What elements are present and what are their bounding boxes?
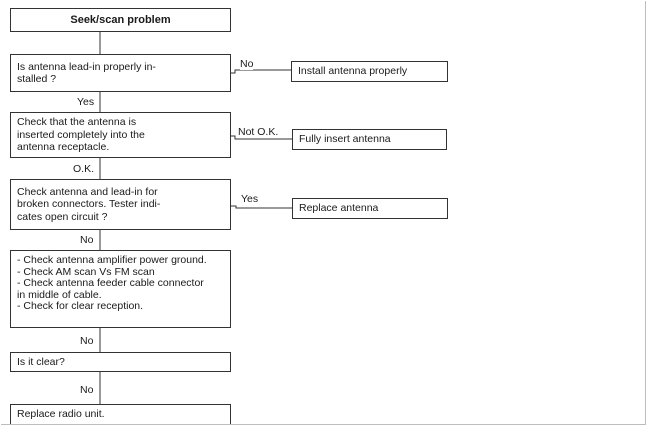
action-box-replace-radio: Replace radio unit.: [10, 404, 231, 425]
start-box-title: Seek/scan problem: [10, 8, 231, 32]
edge-label-installed-yes: Yes: [77, 96, 95, 108]
start-title-text: Seek/scan problem: [70, 14, 171, 26]
edge-label-inserted-not-ok: Not O.K.: [238, 126, 279, 138]
decision-box-broken-connectors: Check antenna and lead-in for broken con…: [10, 179, 231, 230]
action-box-fully-insert: Fully insert antenna: [292, 129, 447, 150]
decision-text-antenna-installed: Is antenna lead-in properly in- stalled …: [17, 60, 156, 86]
edge-label-clear-no: No: [80, 384, 94, 396]
checks-box: - Check antenna amplifier power ground. …: [10, 250, 231, 328]
decision-box-antenna-installed: Is antenna lead-in properly in- stalled …: [10, 54, 231, 92]
action-text-install-antenna: Install antenna properly: [298, 65, 408, 78]
decision-text-is-clear: Is it clear?: [17, 355, 65, 368]
decision-text-antenna-inserted: Check that the antenna is inserted compl…: [17, 116, 145, 154]
action-box-replace-antenna: Replace antenna: [292, 198, 448, 219]
action-text-fully-insert: Fully insert antenna: [299, 133, 391, 146]
action-box-install-antenna: Install antenna properly: [291, 61, 448, 82]
action-text-replace-antenna: Replace antenna: [299, 202, 379, 215]
edge-label-installed-no: No: [240, 58, 254, 70]
action-text-replace-radio: Replace radio unit.: [17, 408, 105, 421]
edge-label-checks-no: No: [80, 335, 94, 347]
edge-label-connectors-no: No: [80, 234, 94, 246]
connector-q3-to-replace-antenna: [231, 205, 292, 209]
checks-list-text: - Check antenna amplifier power ground. …: [17, 254, 207, 313]
connector-q1-to-install: [231, 69, 291, 74]
edge-label-connectors-yes: Yes: [241, 193, 259, 205]
decision-text-broken-connectors: Check antenna and lead-in for broken con…: [17, 185, 161, 223]
decision-box-is-clear: Is it clear?: [10, 352, 231, 372]
decision-box-antenna-inserted: Check that the antenna is inserted compl…: [10, 112, 231, 158]
edge-label-inserted-ok: O.K.: [73, 163, 95, 175]
